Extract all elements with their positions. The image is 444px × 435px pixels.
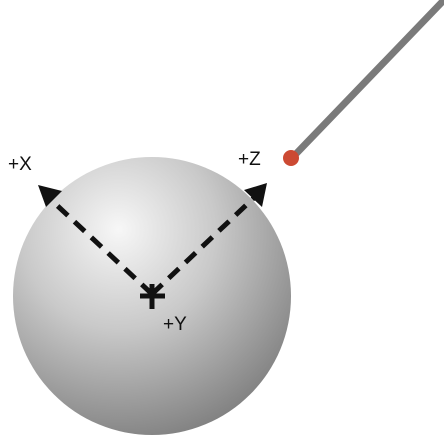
- plus-icon: [140, 284, 165, 309]
- z-axis-label: +Z: [238, 149, 261, 170]
- rod-tip: [283, 150, 299, 166]
- x-axis-arrow: [38, 185, 154, 296]
- arrow-up-right-icon: [244, 183, 267, 207]
- rod: [288, 0, 444, 162]
- z-axis-arrow: [150, 183, 267, 296]
- arrow-up-left-icon: [38, 185, 62, 207]
- y-axis-label: +Y: [163, 314, 187, 335]
- x-axis-label: +X: [8, 154, 32, 175]
